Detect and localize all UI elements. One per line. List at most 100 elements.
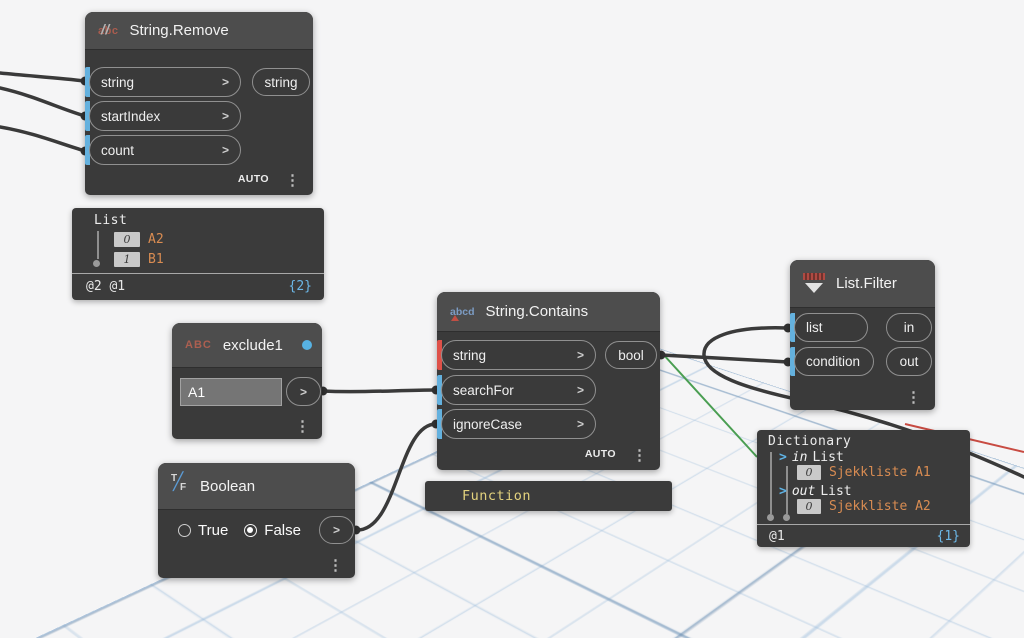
chevron-right-icon: >	[576, 348, 584, 362]
index-badge: 0	[797, 498, 821, 514]
port-label: startIndex	[101, 108, 161, 124]
function-preview-bubble[interactable]: Function	[425, 481, 672, 511]
output-port-in[interactable]: in	[886, 313, 932, 342]
port-label: in	[903, 320, 915, 335]
input-port-searchfor[interactable]: searchFor >	[441, 375, 596, 405]
output-port[interactable]: >	[319, 516, 354, 544]
list-item: 0 Sjekkliste A1	[797, 464, 931, 480]
input-port-list[interactable]: list	[794, 313, 868, 342]
index-badge: 0	[114, 231, 140, 247]
list-item: 0 Sjekkliste A2	[797, 498, 931, 514]
index-badge: 1	[114, 251, 140, 267]
kebab-menu-icon[interactable]: ⋮	[285, 172, 300, 189]
chevron-right-icon: >	[299, 384, 307, 399]
output-port-string[interactable]: string	[252, 68, 310, 96]
chevron-right-icon: >	[576, 417, 584, 431]
node-title: exclude1	[222, 336, 283, 354]
input-port-string[interactable]: string >	[441, 340, 596, 370]
tree-dot[interactable]	[783, 514, 790, 521]
node-title: List.Filter	[836, 275, 897, 292]
item-value: A2	[148, 231, 164, 247]
chevron-right-icon: >	[576, 383, 584, 397]
port-label: condition	[806, 354, 861, 369]
input-port-string[interactable]: string >	[89, 67, 241, 97]
dict-entry-header[interactable]: > out List	[779, 483, 852, 499]
node-string-remove[interactable]: abc// String.Remove string > startIndex …	[85, 12, 313, 195]
port-label: out	[899, 354, 919, 369]
port-label: bool	[618, 347, 644, 363]
input-port-count[interactable]: count >	[89, 135, 241, 165]
list-preview-bubble[interactable]: List 0 A2 1 B1 @2 @1 {2}	[72, 208, 324, 300]
port-label: searchFor	[453, 382, 514, 398]
node-header[interactable]: abc// String.Remove	[85, 12, 313, 50]
boolean-options: True False	[178, 522, 317, 539]
bubble-divider	[757, 524, 970, 525]
port-label: string	[101, 74, 135, 90]
port-label: string	[264, 74, 298, 90]
node-header[interactable]: List.Filter	[790, 260, 935, 308]
string-contains-icon: abcd	[450, 306, 475, 321]
node-header[interactable]: T╱F Boolean	[158, 463, 355, 510]
tree-line	[786, 466, 788, 514]
port-label: string	[453, 347, 487, 363]
node-exclude1[interactable]: ABC exclude1 A1 > ⋮	[172, 323, 322, 439]
dict-entry-header[interactable]: > in List	[779, 449, 844, 465]
tree-dot[interactable]	[93, 260, 100, 267]
string-remove-icon: abc//	[98, 20, 119, 37]
radio-false[interactable]	[244, 524, 258, 537]
item-value: Sjekkliste A2	[829, 498, 931, 514]
node-list-filter[interactable]: List.Filter list condition in out ⋮	[790, 260, 935, 410]
port-label: list	[806, 320, 823, 335]
preview-type-label: Dictionary	[768, 434, 852, 449]
count-label: {2}	[288, 279, 312, 294]
chevron-right-icon: >	[221, 143, 229, 157]
input-port-startindex[interactable]: startIndex >	[89, 101, 241, 131]
input-port-ignorecase[interactable]: ignoreCase >	[441, 409, 596, 439]
kebab-menu-icon[interactable]: ⋮	[295, 418, 310, 435]
dict-key: in	[791, 449, 808, 465]
preview-indicator-dot[interactable]	[302, 340, 312, 350]
list-filter-icon	[803, 272, 825, 295]
kebab-menu-icon[interactable]: ⋮	[632, 447, 647, 464]
list-item: 1 B1	[114, 251, 164, 267]
string-input-icon: ABC	[185, 339, 212, 351]
node-header[interactable]: ABC exclude1	[172, 323, 322, 368]
tree-line	[770, 452, 772, 514]
list-item: 0 A2	[114, 231, 164, 247]
port-label: count	[101, 142, 135, 158]
dict-type: List	[820, 483, 852, 499]
field-value: A1	[188, 384, 206, 400]
output-port-bool[interactable]: bool	[605, 341, 657, 369]
index-badge: 0	[797, 464, 821, 480]
string-value-field[interactable]: A1	[180, 378, 282, 406]
node-header[interactable]: abcd String.Contains	[437, 292, 660, 332]
count-label: {1}	[936, 529, 960, 544]
node-boolean[interactable]: T╱F Boolean True False > ⋮	[158, 463, 355, 578]
levels-label: @1	[769, 529, 785, 544]
kebab-menu-icon[interactable]: ⋮	[906, 389, 921, 406]
expand-chevron-icon[interactable]: >	[779, 483, 787, 499]
lacing-label: AUTO	[237, 173, 269, 185]
preview-type-label: List	[94, 213, 128, 228]
tree-dot[interactable]	[767, 514, 774, 521]
dict-type: List	[812, 449, 844, 465]
input-port-condition[interactable]: condition	[794, 347, 874, 376]
output-port-out[interactable]: out	[886, 347, 932, 376]
kebab-menu-icon[interactable]: ⋮	[328, 557, 343, 574]
chevron-right-icon: >	[221, 75, 229, 89]
dict-key: out	[791, 483, 816, 499]
port-label: ignoreCase	[453, 416, 523, 432]
dictionary-preview-bubble[interactable]: Dictionary > in List 0 Sjekkliste A1 > o…	[757, 430, 970, 547]
tree-line	[97, 231, 99, 259]
radio-true-label: True	[198, 522, 229, 539]
radio-true[interactable]	[178, 524, 191, 537]
levels-label: @2 @1	[86, 279, 126, 294]
node-title: Boolean	[200, 477, 256, 495]
boolean-icon: T╱F	[171, 472, 187, 493]
node-title: String.Contains	[485, 303, 589, 320]
bubble-divider	[72, 273, 324, 274]
lacing-label: AUTO	[584, 448, 616, 460]
node-string-contains[interactable]: abcd String.Contains string > searchFor …	[437, 292, 660, 470]
expand-chevron-icon[interactable]: >	[779, 449, 787, 465]
output-port[interactable]: >	[286, 377, 321, 406]
